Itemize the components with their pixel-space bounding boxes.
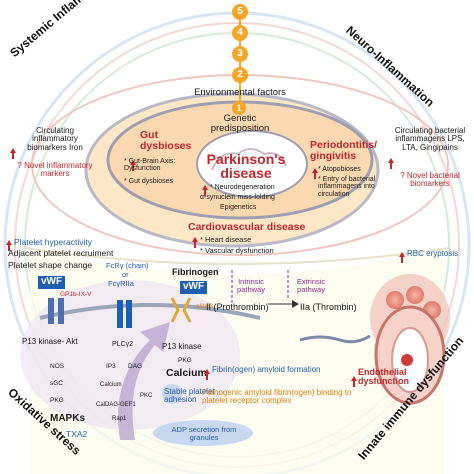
gp-receptor-label: GP1b-IX-V [60, 291, 92, 298]
left-markers-text: Circulating inflammatory biomarkers Iron [27, 126, 83, 152]
gut-item-2: * Gut dysbioses [124, 178, 174, 185]
fcry-label: FcRγ (chain) [106, 261, 149, 270]
adp-granule [153, 420, 253, 446]
number-badge-4: 4 [232, 25, 248, 41]
rap1-label: Rap1 [112, 416, 127, 422]
right-marker-up-arrow [388, 158, 394, 169]
alphaiib-label: αIIbβ3 [196, 304, 213, 310]
p13-kinase-label: P13 kinase [162, 342, 202, 351]
environmental-factors-label: Environmental factors [194, 87, 286, 98]
center-item-1: * Neurodegeneration [210, 184, 275, 191]
center-item-3: Epigenetics [220, 204, 257, 211]
periodontitis-title: Periodontitis/ gingivitis [310, 139, 378, 163]
fibrinogen-label: Fibrinogen [172, 267, 219, 277]
calcium-small-label: Calcium [100, 382, 122, 388]
right-markers-text: Circulating bacterial inflammagens LPS, … [394, 126, 466, 152]
adp-secretion-label: ADP secretion from granules [171, 425, 237, 442]
gut-title: Gut dysbioses [140, 129, 192, 153]
extrinsic-pathway-label: Extrinsic pathway [296, 277, 326, 294]
platelet-recruitment: Adjacent platelet recruiment [8, 248, 114, 258]
vwf-right: vWF [180, 281, 208, 294]
fibrin-up-arrow [204, 369, 210, 380]
fcyriia-label: FcγRIIa [108, 279, 134, 288]
cardio-up-arrow [192, 237, 198, 248]
dag-label: DAG [128, 363, 143, 370]
plcy2-label: PLCγ2 [112, 341, 134, 348]
pkc-label: PKC [140, 393, 153, 399]
brain-oval [196, 130, 308, 198]
brain-shape [211, 148, 287, 171]
center-title: Parkinson's disease [206, 151, 286, 181]
cardio-item-1: * Heart disease [200, 235, 252, 244]
prothrombin-label: II (Prothrombin) [206, 302, 269, 312]
coag-arrow-head [292, 300, 299, 308]
gut-up-arrow [130, 160, 136, 171]
number-badge-1: 1 [232, 101, 246, 115]
number-badge-5: 5 [232, 4, 248, 20]
platelet-glow [20, 280, 240, 430]
center-up-arrow [202, 185, 208, 196]
left-marker-up-arrow [10, 148, 16, 159]
right-markers-novel: ? Novel bacterial biomarkers [400, 171, 460, 189]
center-item-2: α-synuclein miss-folding [200, 194, 275, 201]
fibrin-amyloid-label: Fibrin(ogen) amyloid formation [212, 365, 321, 374]
pathogenic-binding-label: Pathogenic amyloid fibrin(ogen) binding … [202, 388, 352, 406]
fibrin-strand [299, 334, 371, 344]
endothelial-up-arrow [351, 376, 357, 387]
periodontitis-up-arrow [312, 168, 318, 179]
thrombin-label: IIa (Thrombin) [300, 302, 357, 312]
caldag-label: CalDAG-GEF1 [96, 402, 136, 408]
nos-label: NOS [50, 363, 65, 370]
rbc-eryptosis-label: RBC eryptosis [407, 249, 459, 258]
divider [24, 247, 450, 265]
periodontitis-item-2: * Entry of bacterial inflammagens into c… [318, 176, 376, 198]
platelet-hyperactivity: Platelet hyperactivity [14, 237, 92, 247]
pkg-left-label: PKG [50, 397, 64, 404]
gp-receptor-2 [58, 298, 64, 324]
vwf-left: vWF [38, 276, 66, 289]
integrin-right [182, 297, 192, 323]
pkg-mid-label: PKG [178, 357, 192, 364]
left-markers-novel: ? Novel inflammatory markers [17, 161, 93, 179]
genetic-predisposition-label: Genetic predisposition [210, 113, 270, 134]
sgc-label: sGC [50, 380, 63, 387]
signalling-arrow [118, 322, 170, 440]
number-badge-2: 2 [232, 67, 248, 83]
periodontitis-item-1: * Atopobioses [318, 166, 361, 173]
endothelial-dysfunction-label: Endothelial dysfunction [358, 367, 409, 387]
intrinsic-pathway-label: Intrinsic pathway [237, 277, 265, 294]
gp-receptor [48, 298, 54, 324]
number-badge-3: 3 [232, 46, 248, 62]
p13-akt-label: P13 kinase- Akt [22, 337, 78, 346]
platelet-up-arrow [6, 240, 12, 251]
cardio-item-2: * Vascular dysfunction [200, 246, 274, 255]
fc-receptor [117, 300, 123, 328]
platelet-shape-change: Platelet shape change [8, 260, 93, 270]
stable-blob [162, 384, 182, 404]
integrin-left [170, 297, 180, 323]
or-label: or [122, 270, 129, 279]
gut-item-1: * Gut-Brain Axis: Dysfunction [124, 158, 176, 173]
fc-receptor-2 [126, 300, 132, 328]
cardio-title: Cardiovascular disease [188, 221, 306, 233]
stable-adhesion-label: Stable platelet adhesion [164, 387, 215, 405]
vessel-cell [401, 354, 413, 366]
ip3-label: IP3 [106, 363, 116, 370]
mapks-label: MAPKs [50, 413, 86, 424]
calcium-label: Calcium [166, 367, 207, 379]
rbc-up-arrow [399, 252, 405, 263]
txa2-label: TXA2 [66, 429, 88, 439]
membrane [39, 303, 261, 320]
